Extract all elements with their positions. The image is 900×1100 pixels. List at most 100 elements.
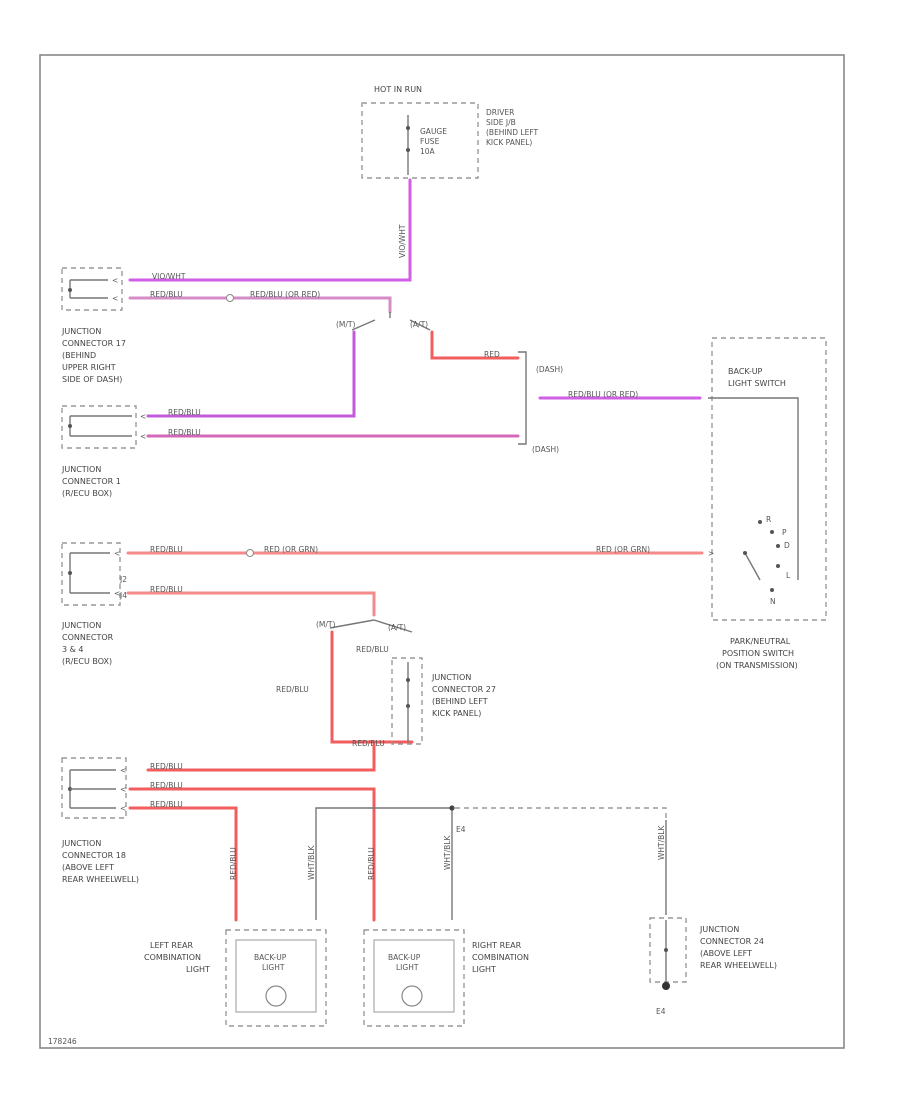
jc1-label-3: (R/ECU BOX) [62, 489, 112, 498]
wire-label-mt2: RED/BLU [276, 685, 309, 694]
wire-label-vio-wht: VIO/WHT [152, 272, 186, 281]
fuse-wire-label: VIO/WHT [398, 224, 407, 258]
svg-text:<: < [120, 766, 126, 775]
bracket [518, 351, 527, 445]
fuse-location-3: (BEHIND LEFT [486, 128, 539, 137]
right-rear-light-box [363, 929, 465, 1027]
pnp-pos-r: R [766, 515, 771, 524]
pnp-label-2: POSITION SWITCH [722, 649, 794, 658]
left-backup-light-label-2: LIGHT [262, 963, 285, 972]
e4-label: E4 [456, 825, 466, 834]
jc1-label-2: CONNECTOR 1 [62, 477, 121, 486]
backup-switch-label-1: BACK-UP [728, 367, 763, 376]
jc27-label-2: CONNECTOR 27 [432, 685, 496, 694]
svg-text:<: < [120, 804, 126, 813]
at2-label: (A/T) [388, 623, 406, 632]
v-label-whtblk-2: WHT/BLK [443, 835, 452, 870]
pnp-switch-lever [744, 552, 761, 581]
splice-top [226, 294, 234, 302]
v-label-whtblk-3: WHT/BLK [657, 825, 666, 860]
mt-label: (M/T) [336, 320, 356, 329]
jc3-label-4: (R/ECU BOX) [62, 657, 112, 666]
jc3-label-3: 3 & 4 [62, 645, 84, 654]
jc3-box [61, 542, 121, 606]
fuse-name-1: GAUGE [420, 127, 447, 136]
jc18-label-1: JUNCTION [61, 839, 101, 848]
svg-text:>: > [708, 549, 714, 558]
v-label-whtblk-1: WHT/BLK [307, 845, 316, 880]
svg-text:<: < [140, 432, 146, 441]
jc18-label-3: (ABOVE LEFT [62, 863, 114, 872]
jc1-box [61, 405, 137, 449]
jc18-label-2: CONNECTOR 18 [62, 851, 126, 860]
rrc-label-2: COMBINATION [472, 953, 529, 962]
jc27-label-4: KICK PANEL) [432, 709, 481, 718]
jc17-label-5: SIDE OF DASH) [62, 375, 122, 384]
wire-label-red-or-grn-1: RED (OR GRN) [264, 545, 318, 554]
fuse-location-2: SIDE J/B [486, 118, 516, 127]
wire-jc3-j4 [126, 591, 376, 617]
wire-jc18-right-light [128, 787, 376, 922]
rrc-label-1: RIGHT REAR [472, 941, 522, 950]
jc24-box [649, 917, 687, 983]
pnp-pos-p: P [782, 528, 787, 537]
wire-label-jc3-j4: RED/BLU [150, 585, 183, 594]
e4b-label: E4 [656, 1007, 666, 1016]
pnp-label-1: PARK/NEUTRAL [730, 637, 791, 646]
wire-label-jc27-bottom: RED/BLU [352, 739, 385, 748]
left-bulb-icon [265, 985, 287, 1007]
ground-icon [662, 982, 670, 990]
wire-label-redblu-top: RED/BLU [150, 290, 183, 299]
backup-switch-circuit [708, 397, 799, 580]
fuse-rating: 10A [420, 147, 436, 156]
at-label: (A/T) [410, 320, 428, 329]
svg-text:<: < [114, 549, 120, 558]
mt2-label: (M/T) [316, 620, 336, 629]
pnp-pos-d: D [784, 541, 790, 550]
rrc-label-3: LIGHT [472, 965, 496, 974]
left-rear-light-box [225, 929, 327, 1027]
pnp-pos-l: L [786, 571, 791, 580]
jc17-box [61, 267, 123, 311]
pin-j4: J4 [119, 591, 127, 600]
jc17-label-2: CONNECTOR 17 [62, 339, 126, 348]
fuse-terminal-top [406, 126, 410, 130]
wire-ground-dashed [455, 807, 667, 820]
jc18-label-4: REAR WHEELWELL) [62, 875, 139, 884]
jc17-node [68, 288, 72, 292]
fuse-box [361, 102, 479, 179]
lrc-label-2: COMBINATION [144, 953, 201, 962]
fuse-name-2: FUSE [420, 137, 440, 146]
wire-mt-red-blu [146, 330, 356, 418]
wire-jc18-left-light [128, 806, 238, 922]
backup-switch-box [711, 337, 827, 621]
svg-text:<: < [114, 589, 120, 598]
svg-text:<: < [112, 276, 118, 285]
wire-label-redblu-or: RED/BLU (OR RED) [250, 290, 320, 299]
lrc-label-3: LIGHT [186, 965, 210, 974]
pnp-label-3: (ON TRANSMISSION) [716, 661, 798, 670]
jc17-label-1: JUNCTION [61, 327, 101, 336]
jc24-label-2: CONNECTOR 24 [700, 937, 764, 946]
wire-wht-blk-left [315, 807, 452, 920]
jc24-label-4: REAR WHEELWELL) [700, 961, 777, 970]
ground-splice [449, 805, 455, 811]
wire-mt2 [330, 630, 414, 744]
wire-label-jc18-b: RED/BLU [150, 781, 183, 790]
v-label-redblu-1: RED/BLU [229, 847, 238, 880]
wire-at-red [430, 330, 520, 360]
wire-label-jc18-a: RED/BLU [150, 762, 183, 771]
v-label-redblu-2: RED/BLU [367, 847, 376, 880]
fuse-location-4: KICK PANEL) [486, 138, 532, 147]
fuse-terminal-bottom [406, 148, 410, 152]
jc27-label-3: (BEHIND LEFT [432, 697, 488, 706]
dash-at-label-2: (DASH) [532, 445, 559, 454]
jc17-label-4: UPPER RIGHT [62, 363, 116, 372]
right-backup-light-label-1: BACK-UP [388, 953, 421, 962]
right-backup-light-label-2: LIGHT [396, 963, 419, 972]
jc24-label-3: (ABOVE LEFT [700, 949, 752, 958]
svg-text:<: < [120, 785, 126, 794]
jc27-label-1: JUNCTION [431, 673, 471, 682]
svg-text:<: < [112, 294, 118, 303]
